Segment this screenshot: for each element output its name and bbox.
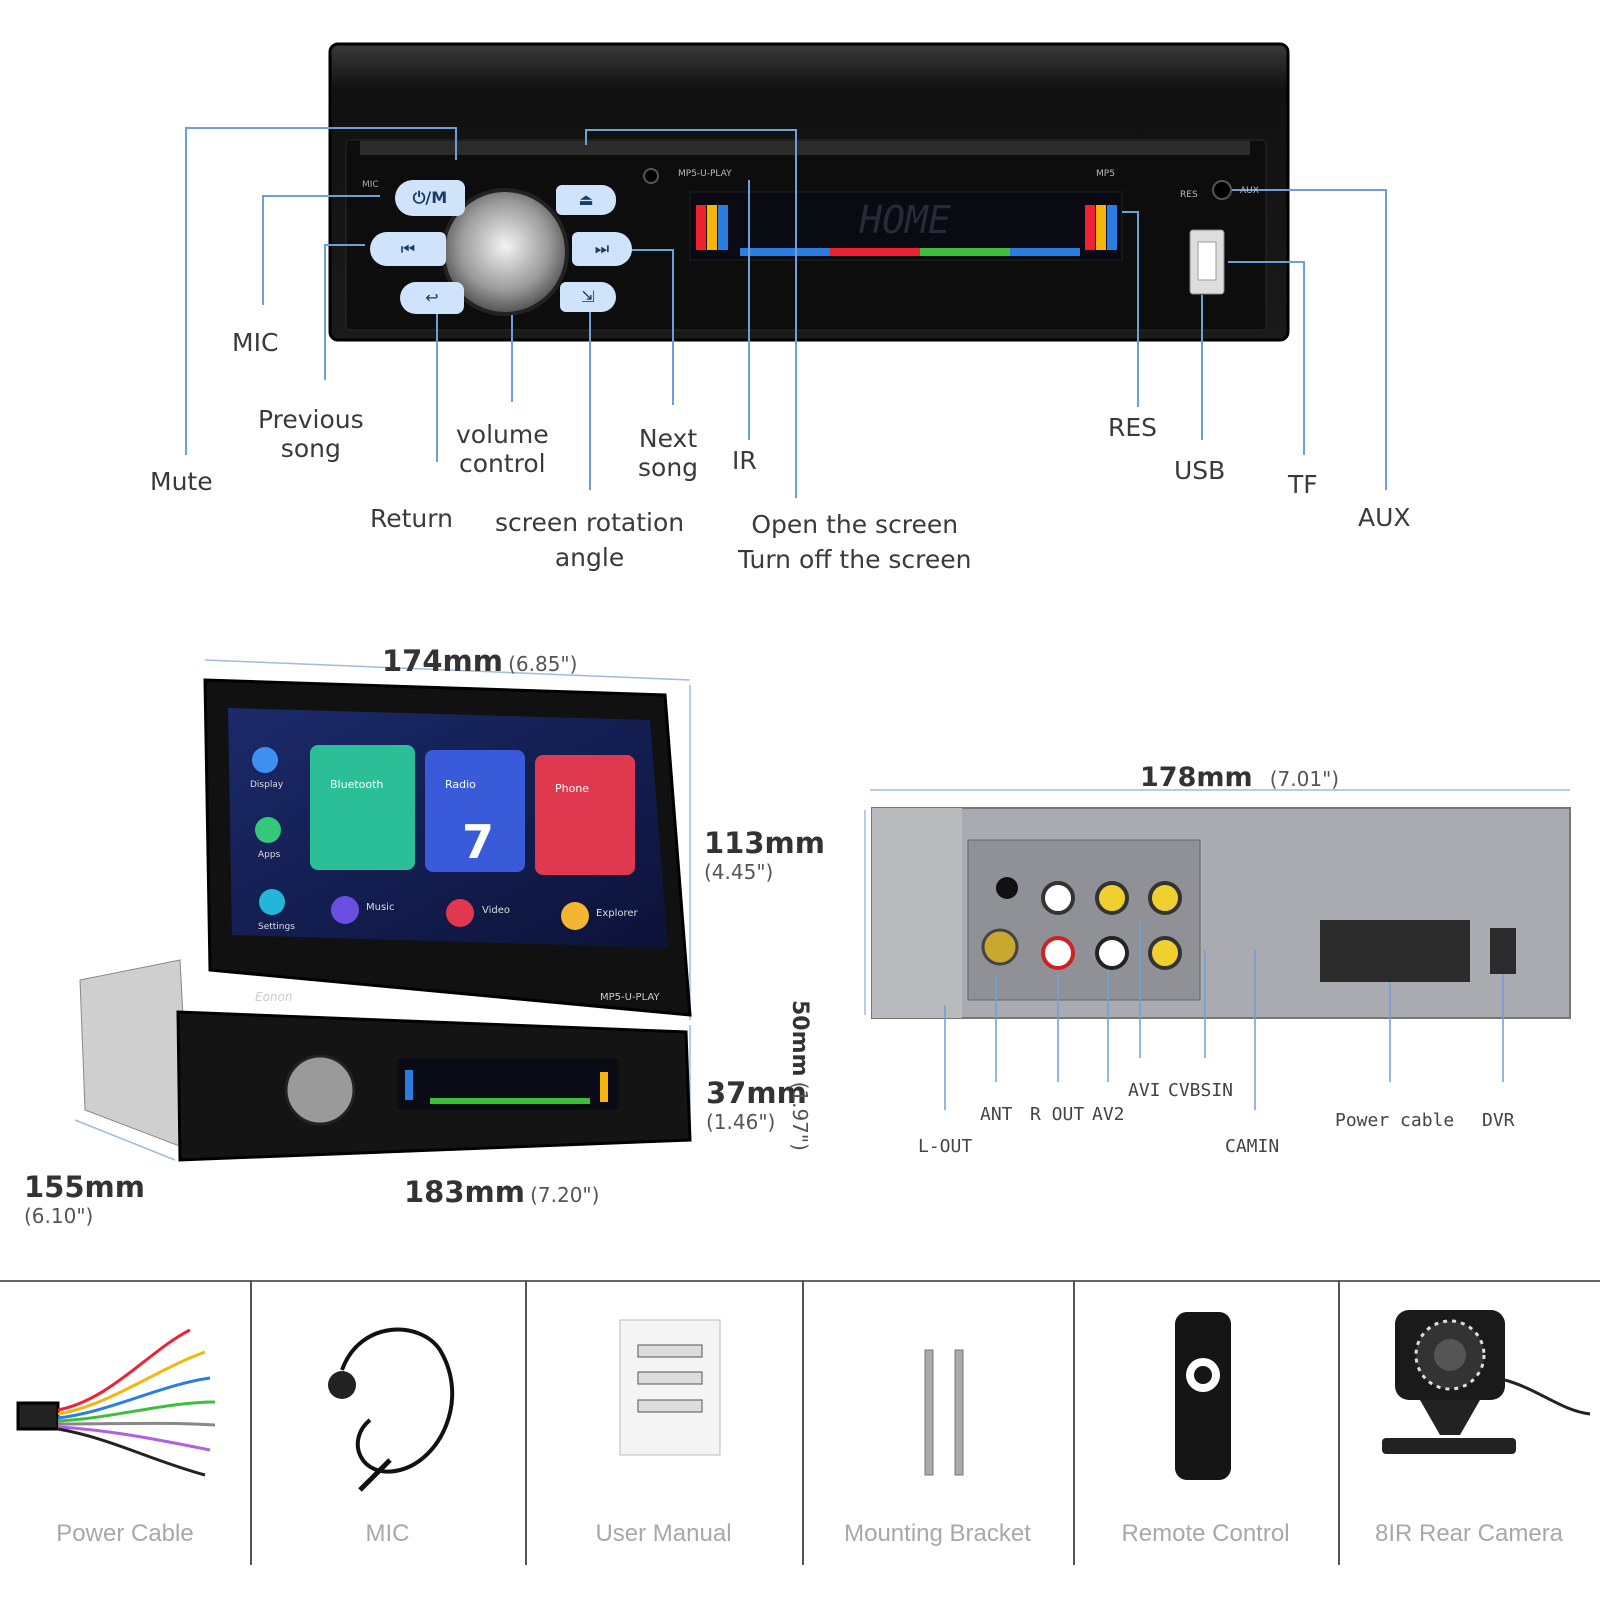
accessory-divider xyxy=(250,1280,252,1565)
callout-rotation-line1: screen rotation xyxy=(495,508,685,537)
screen-side-display[interactable]: Display xyxy=(250,780,284,790)
callout-rotation-line2: angle xyxy=(554,543,625,572)
mute-power-button[interactable]: ⏻/M xyxy=(395,180,465,216)
panel-mp5-label: MP5 xyxy=(1096,169,1115,179)
callout-return: Return xyxy=(370,504,453,533)
aux-jack xyxy=(1212,180,1232,200)
callout-previous-song: Previous song xyxy=(258,405,364,463)
rear-camera-image xyxy=(1382,1310,1591,1454)
accessory-mounting-bracket-label: Mounting Bracket xyxy=(844,1520,1031,1547)
dim-width-top: 174mm (6.85") xyxy=(382,644,577,678)
callout-tf: TF xyxy=(1288,470,1318,499)
dim-rear-height: 50mm (1.97") xyxy=(787,1000,812,1151)
callout-open-line2: Turn off the screen xyxy=(738,545,972,574)
callout-usb: USB xyxy=(1174,456,1226,485)
port-label-dvr: DVR xyxy=(1482,1110,1515,1131)
screen-side-apps[interactable]: Apps xyxy=(258,850,281,860)
dim-width-bottom-mm: 183mm xyxy=(404,1175,525,1209)
accessory-remote-control-label: Remote Control xyxy=(1121,1520,1290,1547)
port-label-l-out: L-OUT xyxy=(918,1136,973,1157)
callout-volume-line1: volume xyxy=(456,420,549,449)
callout-mic: MIC xyxy=(232,328,279,357)
dim-depth: 155mm (6.10") xyxy=(24,1170,145,1228)
dim-unit-height-mm: 37mm xyxy=(706,1076,807,1110)
port-label-av2: AV2 xyxy=(1092,1104,1125,1125)
next-song-button[interactable]: ⏭ xyxy=(572,232,632,266)
accessories-drawing xyxy=(16,1310,1591,1492)
dim-screen-height: 113mm (4.45") xyxy=(704,826,825,884)
accessory-divider xyxy=(525,1280,527,1565)
dim-width-top-in: (6.85") xyxy=(508,652,578,676)
power-cable-image xyxy=(16,1328,216,1477)
callout-next-song: Next song xyxy=(638,424,698,482)
dim-rear-width-mm: 178mm xyxy=(1140,762,1253,793)
port-label-cvbsin: CVBSIN xyxy=(1168,1080,1234,1101)
mic-image xyxy=(328,1327,455,1492)
callout-mute: Mute xyxy=(150,467,213,496)
screen-rotation-button[interactable]: ⇲ xyxy=(560,282,616,312)
callout-volume-line2: control xyxy=(458,449,546,478)
dim-screen-height-in: (4.45") xyxy=(704,860,774,884)
callout-res: RES xyxy=(1108,413,1158,442)
accessory-divider xyxy=(802,1280,804,1565)
callout-ir: IR xyxy=(732,446,757,475)
screen-tile-phone[interactable]: Phone xyxy=(555,782,590,795)
dim-rear-width-in: (7.01") xyxy=(1269,767,1340,791)
dim-unit-height-in: (1.46") xyxy=(706,1110,776,1134)
screen-brand: Eonon xyxy=(255,990,293,1004)
screen-app-video[interactable]: Video xyxy=(482,905,511,916)
callout-next-song-line1: Next xyxy=(638,424,698,453)
dim-rear-height-in: (1.97") xyxy=(788,1081,812,1151)
accessory-rear-camera-label: 8IR Rear Camera xyxy=(1374,1520,1564,1547)
screen-radio-number: 7 xyxy=(462,815,495,869)
dim-unit-height: 37mm (1.46") xyxy=(706,1076,807,1134)
panel-mic-label: MIC xyxy=(362,180,379,190)
panel-model-label: MP5-U-PLAY xyxy=(678,169,732,179)
accessory-user-manual-label: User Manual xyxy=(595,1520,732,1547)
port-label-camin: CAMIN xyxy=(1225,1136,1280,1157)
dim-depth-mm: 155mm xyxy=(24,1170,145,1204)
panel-res-label: RES xyxy=(1180,190,1198,200)
return-button[interactable]: ↩ xyxy=(400,282,464,314)
unit-drawing xyxy=(74,659,1571,1162)
screen-tile-radio[interactable]: Radio xyxy=(445,778,476,791)
eject-button[interactable]: ⏏ xyxy=(556,185,616,215)
accessory-divider xyxy=(1338,1280,1340,1565)
lcd-home-text: HOME xyxy=(859,198,951,242)
port-label-r-out: R OUT xyxy=(1030,1104,1085,1125)
panel-aux-label: AUX xyxy=(1240,186,1259,196)
port-label-ant: ANT xyxy=(980,1104,1013,1125)
callout-previous-song-line1: Previous xyxy=(258,405,364,434)
callout-aux: AUX xyxy=(1358,503,1411,532)
accessory-mic-label: MIC xyxy=(365,1520,410,1547)
dim-width-bottom-in: (7.20") xyxy=(530,1183,600,1207)
screen-app-music[interactable]: Music xyxy=(366,902,395,913)
screen-app-explorer[interactable]: Explorer xyxy=(596,908,638,919)
callout-previous-song-line2: song xyxy=(280,434,341,463)
callout-open-line1: Open the screen xyxy=(751,510,959,539)
mounting-bracket-image xyxy=(924,1349,964,1476)
accessory-power-cable-label: Power Cable xyxy=(56,1520,194,1547)
callout-open-screen: Open the screen Turn off the screen xyxy=(738,510,972,574)
callout-next-song-line2: song xyxy=(638,453,699,482)
callout-screen-rotation: screen rotation angle xyxy=(495,508,684,572)
dim-depth-in: (6.10") xyxy=(24,1204,94,1228)
dim-screen-height-mm: 113mm xyxy=(704,826,825,860)
remote-control-image xyxy=(1175,1312,1231,1480)
accessories-top-divider xyxy=(0,1280,1600,1282)
port-label-power-cable: Power cable xyxy=(1335,1110,1455,1131)
dim-width-top-mm: 174mm xyxy=(382,644,503,678)
dim-width-bottom: 183mm (7.20") xyxy=(404,1175,599,1209)
previous-song-button[interactable]: ⏮ xyxy=(370,232,446,266)
screen-tile-bluetooth[interactable]: Bluetooth xyxy=(330,778,384,791)
screen-side-settings[interactable]: Settings xyxy=(258,922,295,932)
accessory-divider xyxy=(1073,1280,1075,1565)
screen-model: MP5-U-PLAY xyxy=(600,992,660,1003)
port-label-av1: AVI xyxy=(1128,1080,1161,1101)
dim-rear-height-mm: 50mm xyxy=(787,1000,812,1077)
callout-volume-control: volume control xyxy=(456,420,549,478)
user-manual-image xyxy=(619,1319,721,1456)
dim-rear-width: 178mm (7.01") xyxy=(1140,762,1339,793)
